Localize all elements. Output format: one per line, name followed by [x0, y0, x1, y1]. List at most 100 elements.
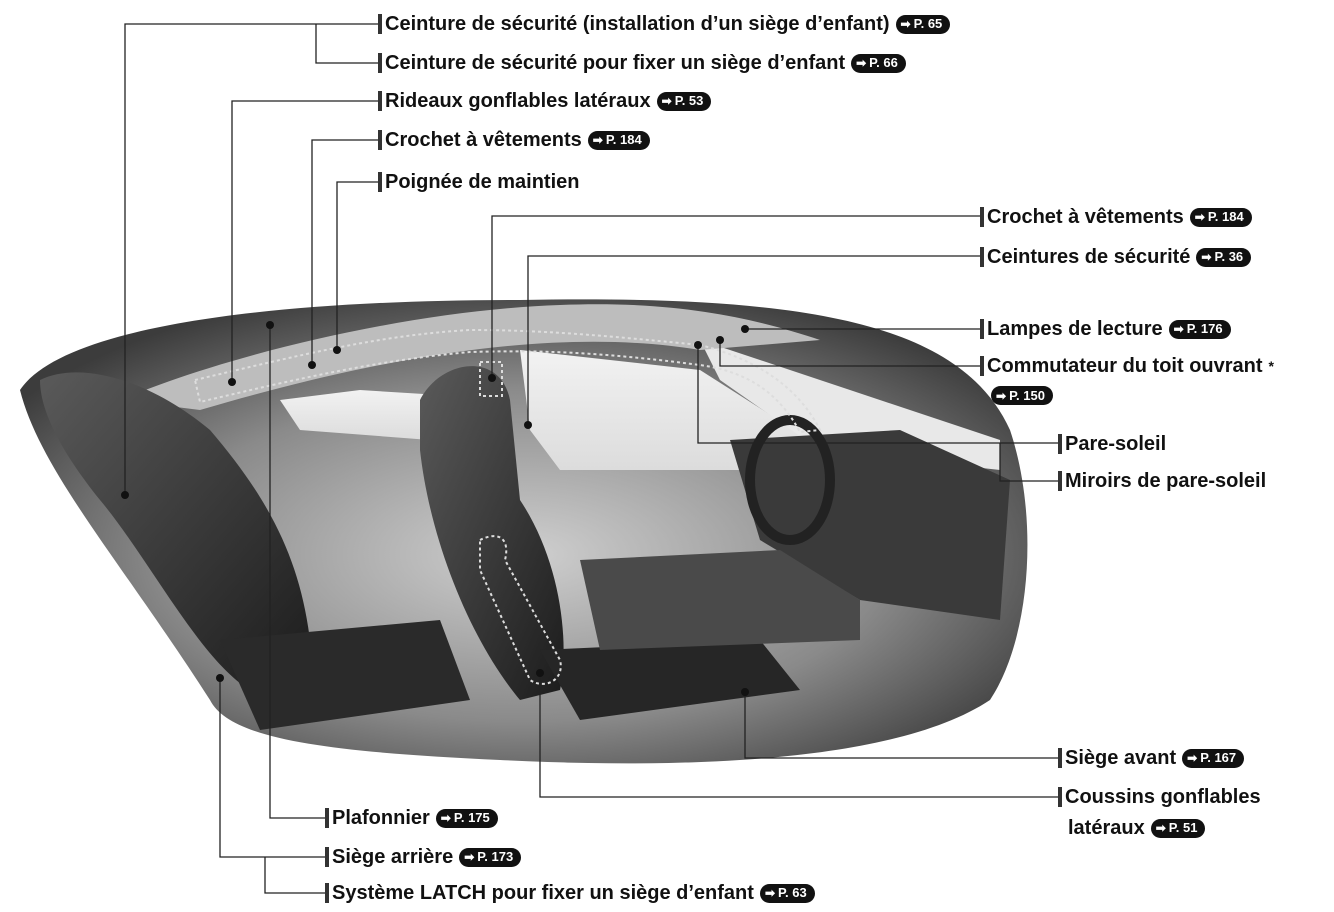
arrow-right-icon: ➡ [1187, 751, 1198, 765]
label-text: Siège avant [1065, 747, 1177, 769]
label-coat-hook-right: Crochet à vêtements ➡P. 184 [980, 205, 1252, 229]
label-text: Coussins gonflables [1065, 786, 1261, 808]
label-text: Ceintures de sécurité [987, 246, 1191, 268]
page-ref-text: P. 63 [778, 885, 807, 900]
label-text: Rideaux gonflables latéraux [385, 90, 651, 112]
arrow-right-icon: ➡ [900, 17, 911, 31]
label-text: Crochet à vêtements [385, 129, 582, 151]
dashboard [730, 430, 1010, 620]
arrow-right-icon: ➡ [1194, 210, 1205, 224]
label-child-seat-install: Ceinture de sécurité (installation d’un … [378, 12, 951, 36]
arrow-right-icon: ➡ [464, 850, 475, 864]
page-ref-button[interactable]: ➡P. 175 [435, 808, 498, 828]
label-text: Poignée de maintien [385, 171, 580, 193]
page-ref-text: P. 176 [1186, 321, 1223, 336]
page-ref-text: P. 184 [605, 132, 642, 147]
label-sun-visor: Pare-soleil [1058, 432, 1166, 456]
rear-seat-shape [40, 372, 310, 690]
arrow-right-icon: ➡ [592, 133, 603, 147]
page-ref-button[interactable]: ➡P. 36 [1196, 247, 1252, 267]
label-moonroof-switch: Commutateur du toit ouvrant * [980, 354, 1274, 378]
label-text: Plafonnier [332, 807, 430, 829]
front-seat-cushion [540, 640, 800, 720]
label-latch: Système LATCH pour fixer un siège d’enfa… [325, 881, 815, 905]
arrow-right-icon: ➡ [661, 94, 672, 108]
label-marker [980, 207, 984, 227]
rear-side-window [280, 390, 440, 440]
label-coat-hook-left: Crochet à vêtements ➡P. 184 [378, 128, 650, 152]
label-seat-belts: Ceintures de sécurité ➡P. 36 [980, 245, 1252, 269]
label-side-curtain: Rideaux gonflables latéraux ➡P. 53 [378, 89, 712, 113]
label-text: Système LATCH pour fixer un siège d’enfa… [332, 882, 754, 904]
label-text: Commutateur du toit ouvrant [987, 355, 1263, 377]
page-ref-text: P. 36 [1214, 249, 1244, 264]
page-ref-button[interactable]: ➡P. 66 [851, 53, 906, 73]
label-side-airbags-line2: latéraux ➡P. 51 [1068, 816, 1206, 840]
page-ref-button[interactable]: ➡P. 184 [587, 130, 650, 150]
label-marker [325, 883, 329, 903]
label-rear-seat: Siège arrière ➡P. 173 [325, 845, 522, 869]
page-ref-button[interactable]: ➡P. 150 [991, 386, 1053, 405]
page-ref-text: P. 53 [674, 93, 704, 108]
page-ref-text: P. 184 [1207, 209, 1244, 224]
label-text: Ceinture de sécurité (installation d’un … [385, 13, 890, 35]
label-marker [378, 14, 382, 34]
label-text: latéraux [1068, 817, 1145, 839]
label-marker [378, 130, 382, 150]
coat-hook-outline [479, 361, 503, 397]
label-marker [325, 808, 329, 828]
label-front-seat: Siège avant ➡P. 167 [1058, 746, 1245, 770]
arrow-right-icon: ➡ [1155, 821, 1166, 835]
label-text: Crochet à vêtements [987, 206, 1184, 228]
label-grab-handle: Poignée de maintien [378, 170, 579, 194]
label-marker [1058, 748, 1062, 768]
label-marker [378, 172, 382, 192]
page-ref-button[interactable]: ➡P. 63 [759, 883, 815, 903]
page-ref-text: P. 51 [1168, 820, 1198, 835]
moonroof-page-ref: ➡P. 150 [985, 386, 1053, 405]
page-ref-text: P. 173 [477, 849, 514, 864]
label-text: Pare-soleil [1065, 433, 1167, 455]
arrow-right-icon: ➡ [856, 56, 867, 70]
headliner [120, 304, 820, 410]
page-ref-text: P. 167 [1200, 750, 1237, 765]
leader-dots [121, 321, 749, 696]
page-ref-button[interactable]: ➡P. 184 [1189, 207, 1252, 227]
label-marker [378, 91, 382, 111]
label-marker [1058, 787, 1062, 807]
label-vanity-mirrors: Miroirs de pare-soleil [1058, 469, 1266, 493]
arrow-right-icon: ➡ [1201, 250, 1212, 264]
page-ref-button[interactable]: ➡P. 51 [1150, 818, 1206, 838]
page-ref-button[interactable]: ➡P. 167 [1182, 748, 1245, 768]
center-console [580, 550, 860, 650]
footnote-star: * [1268, 358, 1274, 374]
label-text: Miroirs de pare-soleil [1065, 470, 1267, 492]
label-marker [1058, 434, 1062, 454]
page-ref-text: P. 150 [1009, 387, 1045, 403]
page-ref-button[interactable]: ➡P. 53 [656, 91, 712, 111]
page-ref-button[interactable]: ➡P. 65 [895, 14, 951, 34]
label-child-seat-belt: Ceinture de sécurité pour fixer un siège… [378, 51, 906, 75]
label-text: Lampes de lecture [987, 318, 1163, 340]
arrow-right-icon: ➡ [996, 388, 1007, 403]
label-marker [378, 53, 382, 73]
arrow-right-icon: ➡ [440, 811, 451, 825]
label-marker [980, 319, 984, 339]
label-text: Siège arrière [332, 846, 454, 868]
page-ref-text: P. 65 [913, 16, 943, 31]
curtain-airbag-outline [193, 328, 822, 434]
label-marker [980, 356, 984, 376]
page-ref-text: P. 175 [453, 810, 490, 825]
arrow-right-icon: ➡ [764, 886, 775, 900]
front-seat-back [420, 366, 564, 700]
page-ref-button[interactable]: ➡P. 173 [459, 847, 522, 867]
label-ceiling-light: Plafonnier ➡P. 175 [325, 806, 498, 830]
label-marker [980, 247, 984, 267]
steering-wheel [745, 415, 835, 545]
label-side-airbags: Coussins gonflables [1058, 785, 1261, 809]
page-ref-button[interactable]: ➡P. 176 [1168, 319, 1231, 339]
label-marker [1058, 471, 1062, 491]
label-marker [325, 847, 329, 867]
rear-seat-cushion [220, 620, 470, 730]
